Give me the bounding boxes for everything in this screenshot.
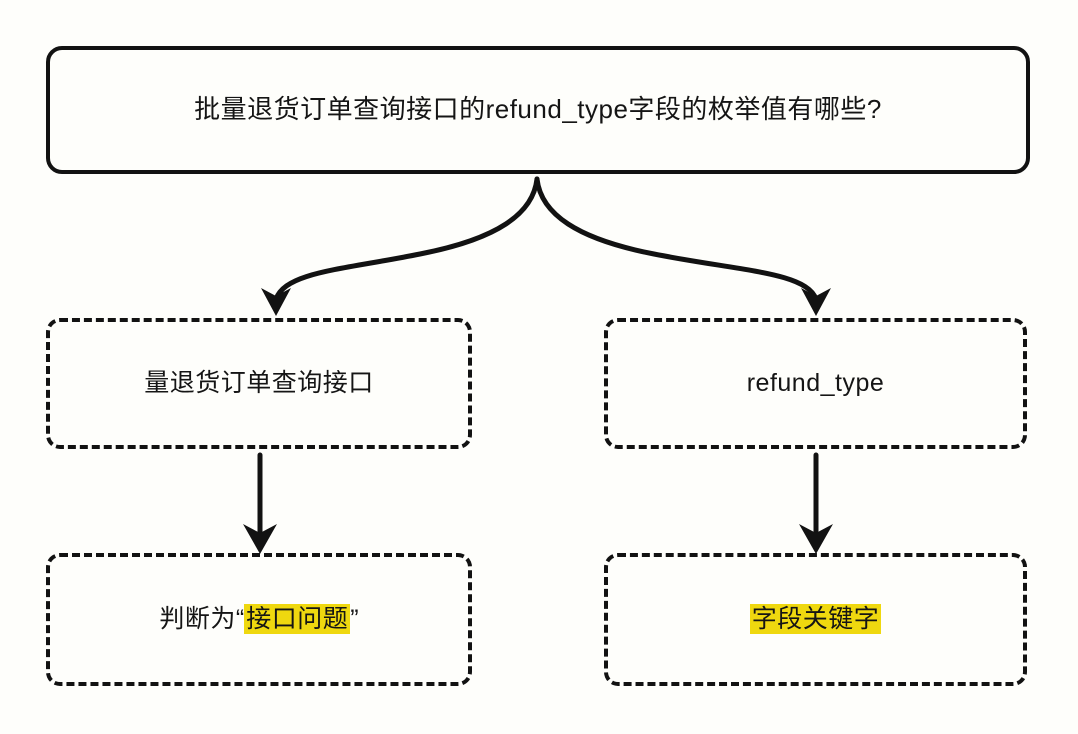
arrowhead-api-icon — [261, 288, 291, 316]
arrowhead-keyword-icon — [799, 524, 833, 554]
node-verdict-highlight: 接口问题 — [244, 604, 351, 635]
node-api-label: 量退货订单查询接口 — [144, 369, 374, 398]
node-api[interactable]: 量退货订单查询接口 — [46, 318, 472, 449]
node-verdict[interactable]: 判断为“接口问题” — [46, 553, 472, 686]
node-question[interactable]: 批量退货订单查询接口的refund_type字段的枚举值有哪些? — [46, 46, 1030, 174]
node-keyword-label: 字段关键字 — [749, 603, 882, 636]
node-keyword[interactable]: 字段关键字 — [604, 553, 1027, 686]
edge-question-to-api — [273, 176, 540, 302]
node-field[interactable]: refund_type — [604, 318, 1027, 449]
node-question-label: 批量退货订单查询接口的refund_type字段的枚举值有哪些? — [194, 94, 882, 125]
edge-question-to-field — [534, 176, 819, 302]
node-keyword-highlight: 字段关键字 — [749, 604, 882, 635]
node-field-label: refund_type — [746, 369, 885, 398]
node-verdict-prefix: 判断为 — [159, 605, 236, 634]
node-verdict-close-quote: ” — [350, 605, 359, 634]
arrowhead-field-icon — [801, 288, 831, 316]
arrowhead-verdict-icon — [243, 524, 277, 554]
node-verdict-label: 判断为“接口问题” — [159, 603, 359, 636]
node-verdict-open-quote: “ — [235, 605, 245, 634]
